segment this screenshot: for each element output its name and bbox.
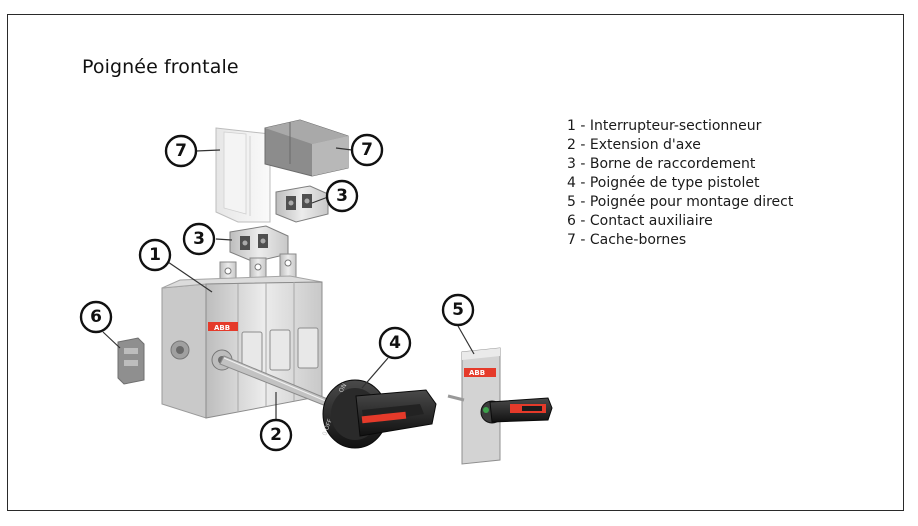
- callout-7-left: 7: [164, 134, 198, 168]
- leader-4: [361, 357, 389, 389]
- svg-text:3: 3: [193, 229, 205, 249]
- leader-6: [102, 331, 121, 349]
- terminal-block-upper: [275, 185, 329, 223]
- callout-2: 2: [259, 418, 293, 452]
- switch-disconnector: ABB: [161, 253, 323, 419]
- legend-item-5: 5 - Poignée pour montage direct: [567, 194, 794, 210]
- legend-item-7: 7 - Cache-bornes: [567, 232, 687, 248]
- leader-3a: [311, 196, 329, 204]
- leader-3b: [215, 238, 233, 241]
- leader-5: [457, 325, 475, 355]
- legend-item-1: 1 - Interrupteur-sectionneur: [567, 118, 762, 134]
- callout-3-lower: 3: [182, 222, 216, 256]
- svg-text:1: 1: [149, 245, 161, 265]
- terminal-cover-left: [215, 127, 271, 223]
- svg-text:5: 5: [452, 300, 464, 320]
- legend-item-4: 4 - Poignée de type pistolet: [567, 175, 760, 191]
- direct-mount-handle: ABB: [447, 347, 553, 465]
- auxiliary-contact: [117, 337, 145, 385]
- legend-item-6: 6 - Contact auxiliaire: [567, 213, 713, 229]
- callout-3-upper: 3: [325, 179, 359, 213]
- callout-6: 6: [79, 300, 113, 334]
- leader-1: [167, 261, 213, 293]
- legend-list: 1 - Interrupteur-sectionneur 2 - Extensi…: [567, 117, 793, 250]
- svg-text:7: 7: [361, 140, 373, 160]
- handle5-brand-label: ABB: [469, 369, 485, 377]
- callout-7-right: 7: [350, 133, 384, 167]
- switch-brand-label: ABB: [214, 324, 230, 332]
- callout-1: 1: [138, 238, 172, 272]
- leader-7b: [335, 147, 353, 151]
- pistol-handle: ON 0 OFF: [321, 379, 437, 449]
- svg-text:2: 2: [270, 425, 282, 445]
- leader-7a: [195, 149, 221, 152]
- legend-item-2: 2 - Extension d'axe: [567, 137, 701, 153]
- svg-text:3: 3: [336, 186, 348, 206]
- callout-5: 5: [441, 293, 475, 327]
- handle-on-label: ON: [338, 383, 349, 394]
- callout-4: 4: [378, 326, 412, 360]
- terminal-block-lower: [229, 225, 289, 263]
- legend-item-3: 3 - Borne de raccordement: [567, 156, 756, 172]
- terminal-cover-right: [264, 119, 349, 177]
- svg-text:4: 4: [389, 333, 401, 353]
- svg-text:7: 7: [175, 141, 187, 161]
- page-title: Poignée frontale: [82, 56, 239, 78]
- svg-text:6: 6: [90, 307, 102, 327]
